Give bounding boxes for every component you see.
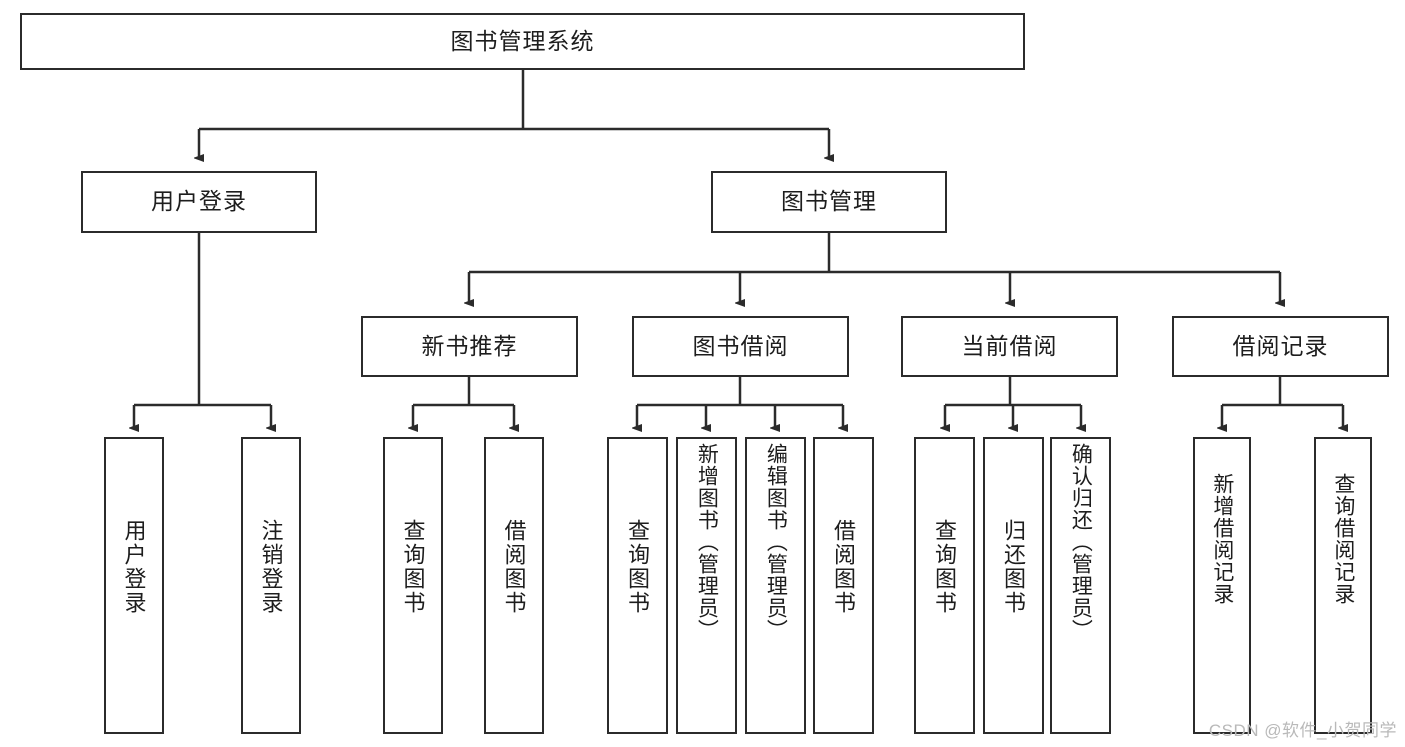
node-book-management[interactable]: 图书管理 xyxy=(711,171,947,233)
node-user-login-label: 用户登录 xyxy=(151,188,247,215)
node-current-borrow[interactable]: 当前借阅 xyxy=(901,316,1118,377)
node-leaf-query-record[interactable]: 查询借阅记录 xyxy=(1314,437,1372,734)
node-root-label: 图书管理系统 xyxy=(450,27,595,54)
node-leaf-return-book-label: 归还图书 xyxy=(1001,519,1027,615)
node-current-borrow-label: 当前借阅 xyxy=(961,332,1058,359)
node-borrow-record[interactable]: 借阅记录 xyxy=(1172,316,1389,377)
node-leaf-edit-book-label: 编辑图书（管理员） xyxy=(764,443,788,641)
node-leaf-query-book-3[interactable]: 查询图书 xyxy=(914,437,975,734)
node-leaf-return-book[interactable]: 归还图书 xyxy=(983,437,1044,734)
node-borrow-record-label: 借阅记录 xyxy=(1232,332,1329,359)
node-leaf-user-login[interactable]: 用户登录 xyxy=(104,437,164,734)
node-leaf-borrow-book-2-label: 借阅图书 xyxy=(831,519,857,615)
node-leaf-confirm-return-label: 确认归还（管理员） xyxy=(1069,443,1093,641)
node-new-book-recommend[interactable]: 新书推荐 xyxy=(361,316,578,377)
node-leaf-query-book-2[interactable]: 查询图书 xyxy=(607,437,668,734)
node-leaf-add-book-label: 新增图书（管理员） xyxy=(695,443,719,641)
watermark-text: CSDN @软件_小贺同学 xyxy=(1208,721,1397,740)
node-book-borrow-label: 图书借阅 xyxy=(692,332,789,359)
node-leaf-query-book-3-label: 查询图书 xyxy=(932,519,958,615)
node-leaf-add-book[interactable]: 新增图书（管理员） xyxy=(676,437,737,734)
node-leaf-logout-label: 注销登录 xyxy=(258,519,284,615)
node-root[interactable]: 图书管理系统 xyxy=(20,13,1025,70)
node-leaf-add-record[interactable]: 新增借阅记录 xyxy=(1193,437,1251,734)
node-leaf-edit-book[interactable]: 编辑图书（管理员） xyxy=(745,437,806,734)
node-leaf-query-book-1[interactable]: 查询图书 xyxy=(383,437,443,734)
node-book-management-label: 图书管理 xyxy=(781,188,877,215)
node-leaf-borrow-book-1-label: 借阅图书 xyxy=(501,519,527,615)
node-leaf-add-record-label: 新增借阅记录 xyxy=(1210,473,1234,605)
node-new-book-recommend-label: 新书推荐 xyxy=(421,332,518,359)
node-leaf-confirm-return[interactable]: 确认归还（管理员） xyxy=(1050,437,1111,734)
node-leaf-logout[interactable]: 注销登录 xyxy=(241,437,301,734)
node-leaf-borrow-book-2[interactable]: 借阅图书 xyxy=(813,437,874,734)
node-leaf-query-record-label: 查询借阅记录 xyxy=(1331,473,1355,605)
node-leaf-query-book-1-label: 查询图书 xyxy=(400,519,426,615)
node-leaf-user-login-label: 用户登录 xyxy=(121,519,147,615)
node-book-borrow[interactable]: 图书借阅 xyxy=(632,316,849,377)
node-user-login[interactable]: 用户登录 xyxy=(81,171,317,233)
node-leaf-query-book-2-label: 查询图书 xyxy=(625,519,651,615)
node-leaf-borrow-book-1[interactable]: 借阅图书 xyxy=(484,437,544,734)
